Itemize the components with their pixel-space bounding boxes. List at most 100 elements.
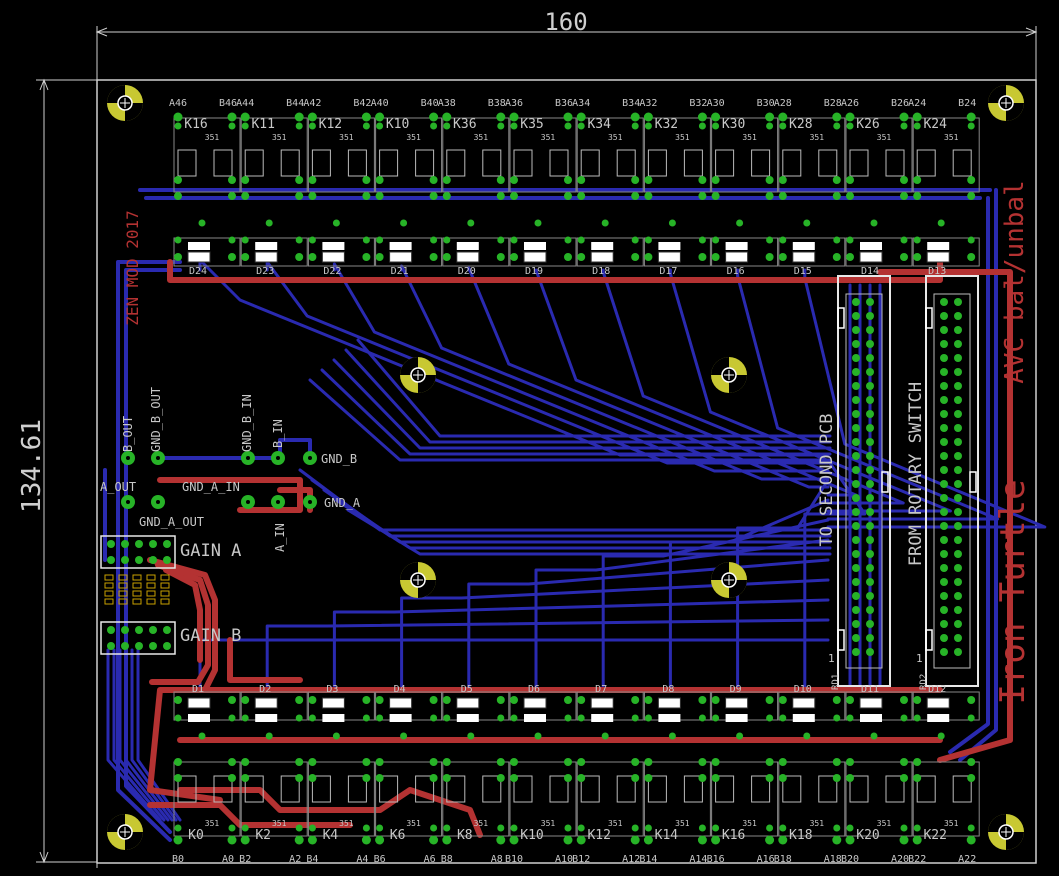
relay-label-k35: K35	[520, 117, 543, 132]
pad	[228, 122, 236, 130]
pad	[940, 522, 948, 530]
pad	[510, 236, 518, 244]
pad	[601, 219, 609, 227]
pad	[174, 758, 182, 766]
bottom-trace	[356, 338, 832, 438]
gain-resistor	[132, 582, 142, 589]
resistor-value-label: 351	[339, 819, 354, 828]
pad	[954, 466, 962, 474]
diode-label-d15: D15	[794, 266, 812, 277]
pad-label-a12: A12	[622, 854, 640, 865]
pad	[832, 253, 841, 261]
relay-outline	[912, 761, 980, 837]
resistor-body	[255, 714, 278, 722]
pad	[846, 236, 854, 244]
pad	[712, 824, 720, 832]
pad	[846, 774, 854, 782]
pad	[698, 253, 707, 261]
pad	[308, 774, 317, 782]
pad	[295, 714, 303, 722]
pad	[429, 835, 439, 845]
diode-body	[590, 251, 614, 263]
bottom-trace	[116, 260, 182, 842]
pad	[765, 696, 774, 704]
pad	[967, 176, 976, 184]
pad	[295, 236, 303, 244]
pad	[940, 466, 948, 474]
diode-body	[792, 697, 816, 709]
pad	[430, 714, 438, 722]
pad	[912, 835, 922, 845]
relay-outline	[442, 117, 510, 193]
pad	[779, 236, 787, 244]
diode-body	[187, 251, 211, 263]
board-outline	[96, 79, 1037, 864]
relay-outline	[576, 117, 644, 193]
pad-label-b12: B12	[572, 854, 590, 865]
pad	[833, 714, 841, 722]
pad	[852, 354, 860, 362]
relay-coil	[580, 775, 600, 803]
pad	[778, 696, 787, 704]
pad	[496, 176, 505, 184]
pad	[442, 835, 452, 845]
resistor-value-label: 351	[272, 133, 287, 142]
pad	[765, 835, 775, 845]
diode-body	[321, 697, 345, 709]
diode-label-d16: D16	[727, 266, 745, 277]
relay-coil	[482, 149, 502, 177]
pad	[954, 522, 962, 530]
gnd-a-pin-label: GND_A	[324, 496, 361, 510]
relay-outline	[845, 117, 913, 193]
pad	[577, 236, 585, 244]
pad	[577, 122, 585, 130]
pad	[174, 176, 182, 184]
relay-outline	[307, 117, 375, 193]
pad-label-b30: B30	[757, 98, 775, 109]
pad	[173, 112, 183, 122]
pad	[852, 480, 860, 488]
diode-outline	[375, 237, 443, 267]
pad	[228, 824, 236, 832]
diode-body	[389, 697, 413, 709]
pad-drill	[156, 456, 160, 460]
pad	[576, 835, 586, 845]
top-trace	[147, 802, 353, 828]
pad	[376, 714, 384, 722]
pad	[362, 236, 370, 244]
pad	[361, 112, 371, 122]
relay-coil	[177, 775, 197, 803]
pad	[149, 626, 157, 634]
pad	[954, 508, 962, 516]
pad	[698, 714, 706, 722]
pad	[429, 774, 438, 782]
relay-coil	[379, 775, 399, 803]
pad	[135, 540, 143, 548]
pad	[803, 219, 811, 227]
resistor-body	[725, 714, 748, 722]
pad	[852, 382, 860, 390]
pad	[442, 176, 451, 184]
pad	[899, 835, 909, 845]
ribbon-connector-2	[925, 275, 979, 687]
pad	[866, 368, 874, 376]
relay-outline	[240, 761, 308, 837]
diode-body	[792, 251, 816, 263]
pad	[564, 714, 572, 722]
pad	[362, 122, 370, 130]
diode-body	[657, 697, 681, 709]
pad	[174, 714, 182, 722]
pad	[497, 824, 505, 832]
pad	[496, 835, 506, 845]
resistor-value-label: 351	[877, 133, 892, 142]
pad	[295, 253, 304, 261]
bottom-trace	[601, 518, 830, 692]
diode-body	[859, 251, 883, 263]
pad	[779, 122, 787, 130]
relay-coil	[213, 149, 233, 177]
gain-resistor	[146, 598, 156, 605]
pad	[442, 696, 451, 704]
gain-resistor	[132, 598, 142, 605]
relay-outline	[375, 761, 443, 837]
pad	[295, 176, 304, 184]
